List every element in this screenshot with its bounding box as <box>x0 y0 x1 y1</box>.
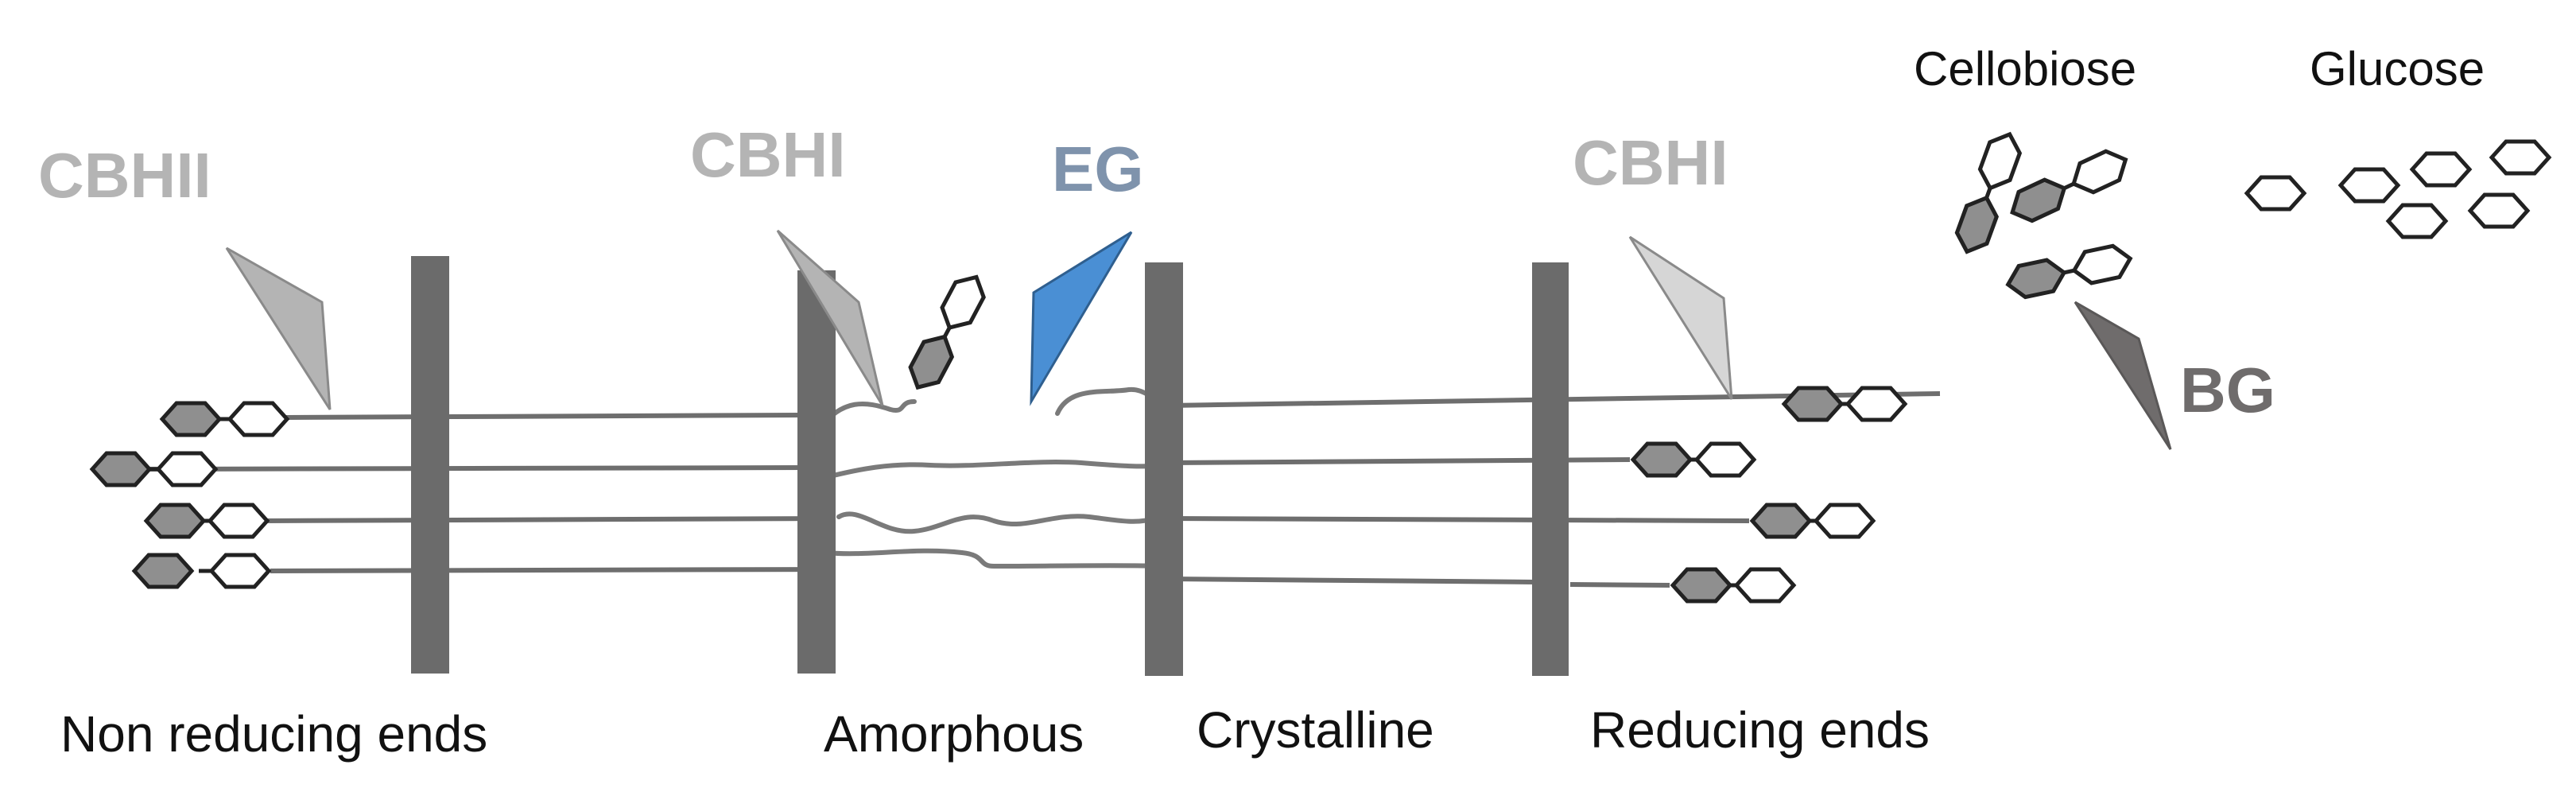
amorphous-strand <box>824 548 1171 569</box>
fiber-strand <box>138 465 828 472</box>
glucose-ring-icon <box>2341 169 2398 201</box>
glucose-ring-icon <box>1848 388 1905 420</box>
enzyme-shapes <box>225 229 2172 450</box>
glucose-ring-icon <box>1673 569 1730 601</box>
glucose-ring-icon <box>1697 444 1754 476</box>
glucose-ring-icon <box>2412 153 2469 185</box>
glucose-ring-icon <box>1816 505 1873 537</box>
cellobiose-molecule-icon <box>1952 129 2024 257</box>
crystalline-label: Crystalline <box>1197 701 1434 759</box>
glucose-ring-icon <box>2247 177 2304 209</box>
glucose-ring-icon <box>2470 195 2528 227</box>
fiber-strand <box>285 413 800 420</box>
fiber-strand <box>262 516 828 523</box>
non-reducing-ends-label: Non reducing ends <box>60 705 487 763</box>
fiber-strand <box>1168 577 1535 584</box>
cbhii-enzyme-icon <box>225 247 332 410</box>
glucose-ring-icon <box>230 403 287 435</box>
reducing-ends-label: Reducing ends <box>1590 701 1930 759</box>
glucose-ring-icon <box>1784 388 1841 420</box>
released-cellobiose <box>904 270 991 394</box>
fiber-strand <box>1569 582 1670 588</box>
divider-bar <box>1532 262 1569 676</box>
glucose-ring-icon <box>1752 505 1810 537</box>
cellobiose-molecule-icon <box>2005 243 2134 301</box>
reducing-end-units <box>1633 388 1905 601</box>
amorphous-strand <box>824 460 1163 479</box>
glucose-ring-icon <box>1736 569 1794 601</box>
cbhi-left-enzyme-icon <box>776 229 884 406</box>
eg-enzyme-icon <box>1030 231 1133 406</box>
divider-bar <box>797 270 836 674</box>
cellobiose-products <box>1952 129 2133 300</box>
eg-label: EG <box>1052 134 1144 204</box>
cellobiose-label: Cellobiose <box>1914 42 2136 95</box>
non-reducing-end-units <box>92 403 287 587</box>
cbhi-left-label: CBHI <box>690 119 846 190</box>
glucose-ring-icon <box>1633 444 1690 476</box>
glucose-ring-icon <box>211 555 269 587</box>
glucose-ring-icon <box>134 555 192 587</box>
cbhi-right-enzyme-icon <box>1628 235 1733 400</box>
glucose-label: Glucose <box>2310 42 2485 95</box>
glucose-ring-icon <box>158 453 215 485</box>
amorphous-strand <box>817 399 917 432</box>
cbhii-label: CBHII <box>38 140 211 211</box>
cellulose-fibers <box>138 386 1941 588</box>
glucose-products <box>2247 142 2549 237</box>
amorphous-strand <box>836 511 1163 534</box>
region-dividers <box>411 256 1569 676</box>
glucose-ring-icon <box>2492 142 2549 173</box>
cbhi-right-label: CBHI <box>1573 127 1728 198</box>
divider-bar <box>411 256 449 674</box>
bg-enzyme-icon <box>2074 301 2172 450</box>
glucose-ring-icon <box>2388 205 2446 237</box>
bg-label: BG <box>2180 355 2275 425</box>
divider-bar <box>1145 262 1183 676</box>
glucose-ring-icon <box>162 403 219 435</box>
cellobiose-molecule-icon <box>2006 146 2132 227</box>
glucose-ring-icon <box>92 453 149 485</box>
fiber-strand <box>1168 516 1750 523</box>
amorphous-label: Amorphous <box>824 705 1084 763</box>
glucose-ring-icon <box>146 505 204 537</box>
glucose-ring-icon <box>210 505 267 537</box>
fiber-strand <box>270 567 828 573</box>
